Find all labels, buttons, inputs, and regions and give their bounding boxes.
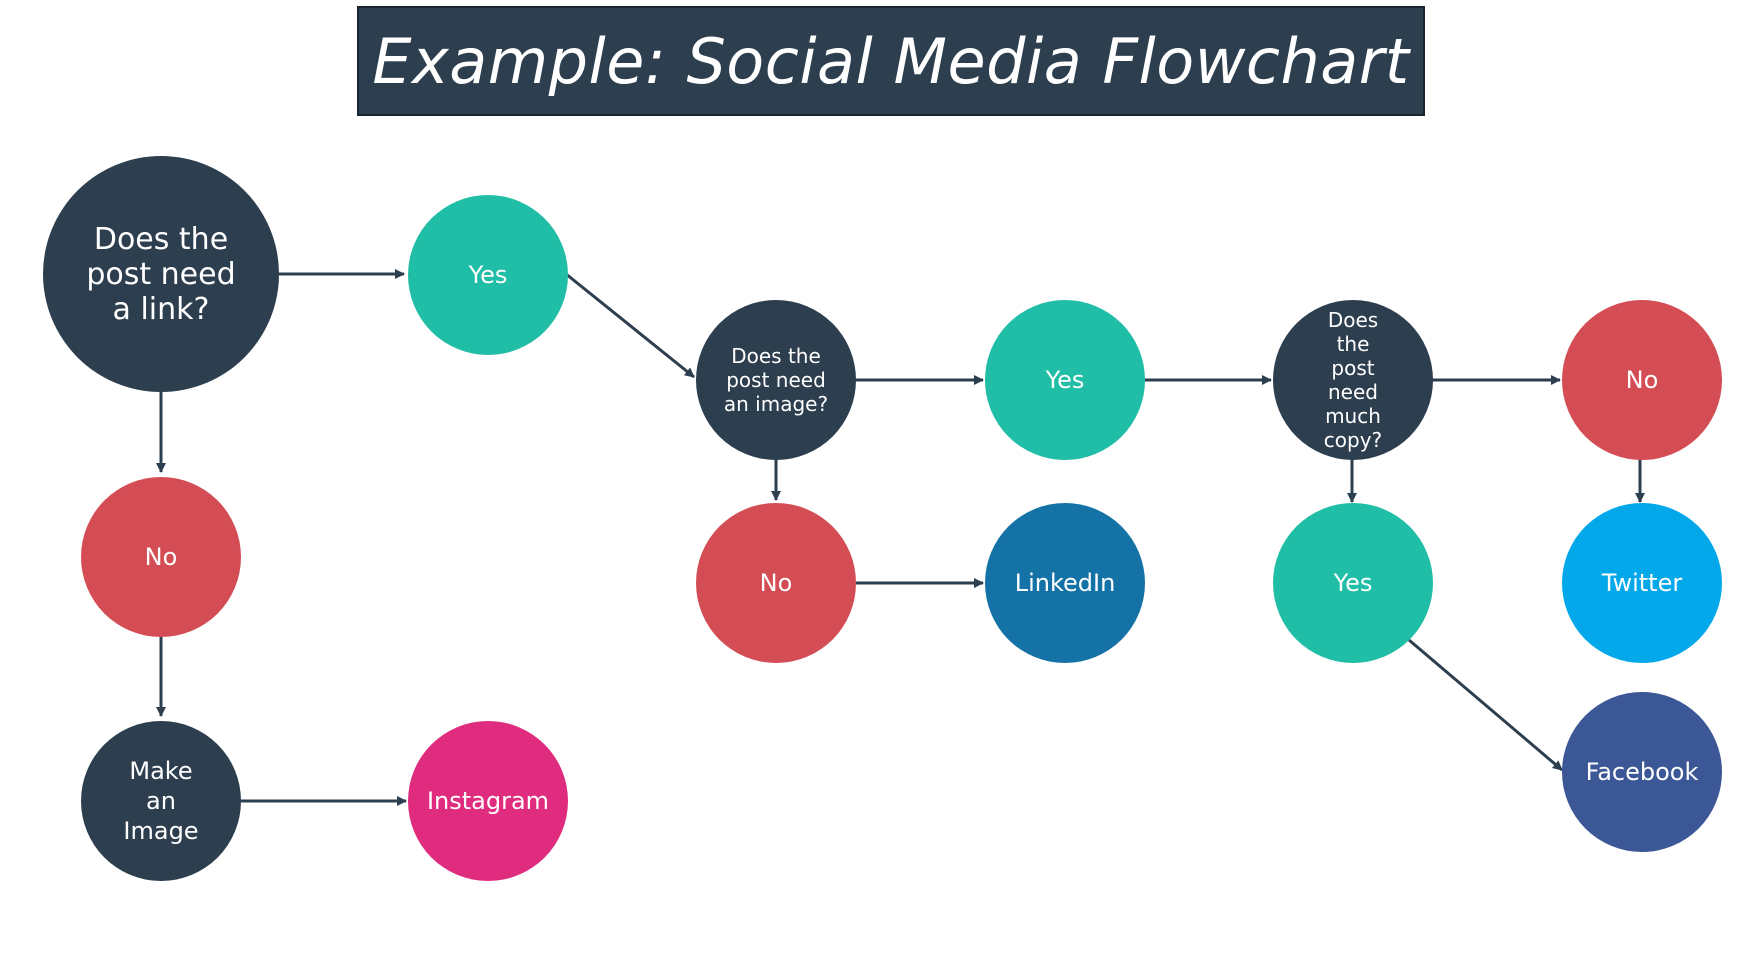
arrow-yes-to-facebook (1408, 638, 1563, 772)
title-banner: Example: Social Media Flowchart (357, 6, 1425, 116)
node-link-yes: Yes (408, 195, 568, 355)
node-image-no: No (696, 503, 856, 663)
arrow-yes-to-image-question (565, 272, 695, 379)
node-facebook: Facebook (1562, 692, 1722, 852)
node-linkedin: LinkedIn (985, 503, 1145, 663)
node-twitter: Twitter (1562, 503, 1722, 663)
diagram-title: Example: Social Media Flowchart (372, 24, 1410, 98)
node-copy-yes: Yes (1273, 503, 1433, 663)
node-copy-no: No (1562, 300, 1722, 460)
node-link-no: No (81, 477, 241, 637)
node-image-question: Does the post need an image? (696, 300, 856, 460)
node-copy-question: Does the post need much copy? (1273, 300, 1433, 460)
node-instagram: Instagram (408, 721, 568, 881)
node-make-image: Make an Image (81, 721, 241, 881)
node-image-yes: Yes (985, 300, 1145, 460)
node-link-question: Does the post need a link? (43, 156, 279, 392)
